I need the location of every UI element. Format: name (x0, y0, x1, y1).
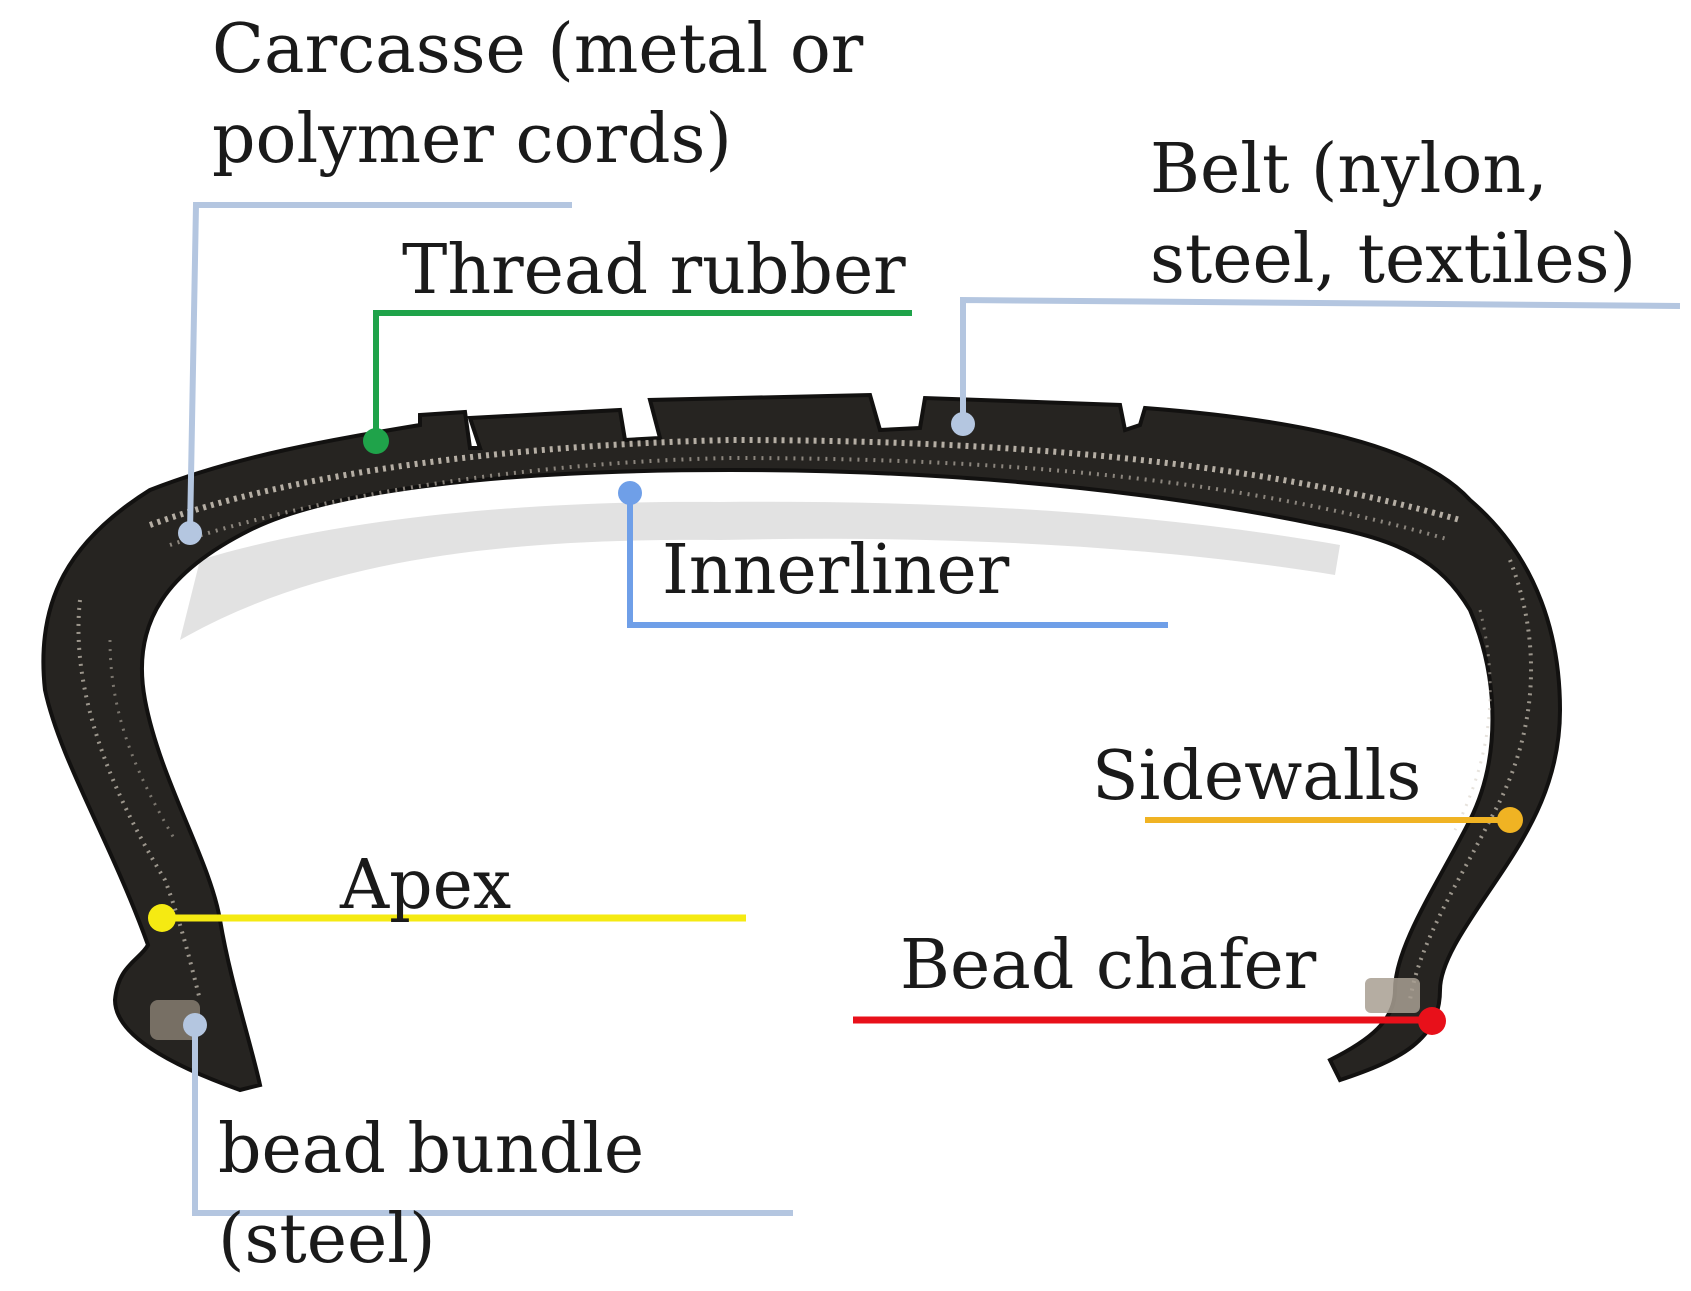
carcasse-label-line2: polymer cords) (212, 100, 732, 179)
carcasse-label-line1: Carcasse (metal or (212, 10, 864, 89)
callout-bead-chafer: Bead chafer (853, 926, 1446, 1035)
carcasse-marker (178, 521, 202, 545)
callout-thread-rubber: Thread rubber (363, 231, 912, 454)
apex-label: Apex (339, 846, 511, 925)
bead-chafer-marker (1418, 1007, 1446, 1035)
innerliner-marker (618, 481, 642, 505)
apex-marker (148, 904, 176, 932)
right-bead-bundle (1365, 978, 1420, 1013)
sidewalls-marker (1497, 807, 1523, 833)
bead-chafer-label: Bead chafer (900, 926, 1317, 1005)
innerliner-label: Innerliner (662, 531, 1010, 610)
thread-rubber-label: Thread rubber (402, 231, 906, 310)
inner-shadow (180, 501, 1340, 640)
belt-label-line1: Belt (nylon, (1150, 130, 1548, 209)
callout-bead-bundle: bead bundle (steel) (183, 1013, 793, 1279)
sidewalls-label: Sidewalls (1092, 737, 1421, 816)
callout-belt: Belt (nylon, steel, textiles) (951, 130, 1681, 436)
innerliner-leader-line (627, 493, 1168, 628)
belt-marker (951, 412, 975, 436)
thread-rubber-leader-line (373, 310, 912, 440)
bead-bundle-label-line2: (steel) (218, 1200, 436, 1279)
bead-bundle-leader-line (192, 1025, 793, 1216)
belt-leader-line (960, 296, 1681, 424)
bead-bundle-label-line1: bead bundle (218, 1110, 644, 1189)
callout-carcasse: Carcasse (metal or polymer cords) (178, 10, 864, 545)
bead-bundle-marker (183, 1013, 207, 1037)
carcasse-leader-line (187, 202, 572, 533)
left-sidewall-cords-2 (108, 639, 177, 841)
callout-apex: Apex (148, 846, 746, 932)
belt-label-line2: steel, textiles) (1150, 220, 1636, 299)
thread-rubber-marker (363, 428, 389, 454)
callout-sidewalls: Sidewalls (1092, 737, 1523, 833)
right-sidewall-cords (1408, 559, 1534, 1001)
callout-innerliner: Innerliner (618, 481, 1168, 628)
